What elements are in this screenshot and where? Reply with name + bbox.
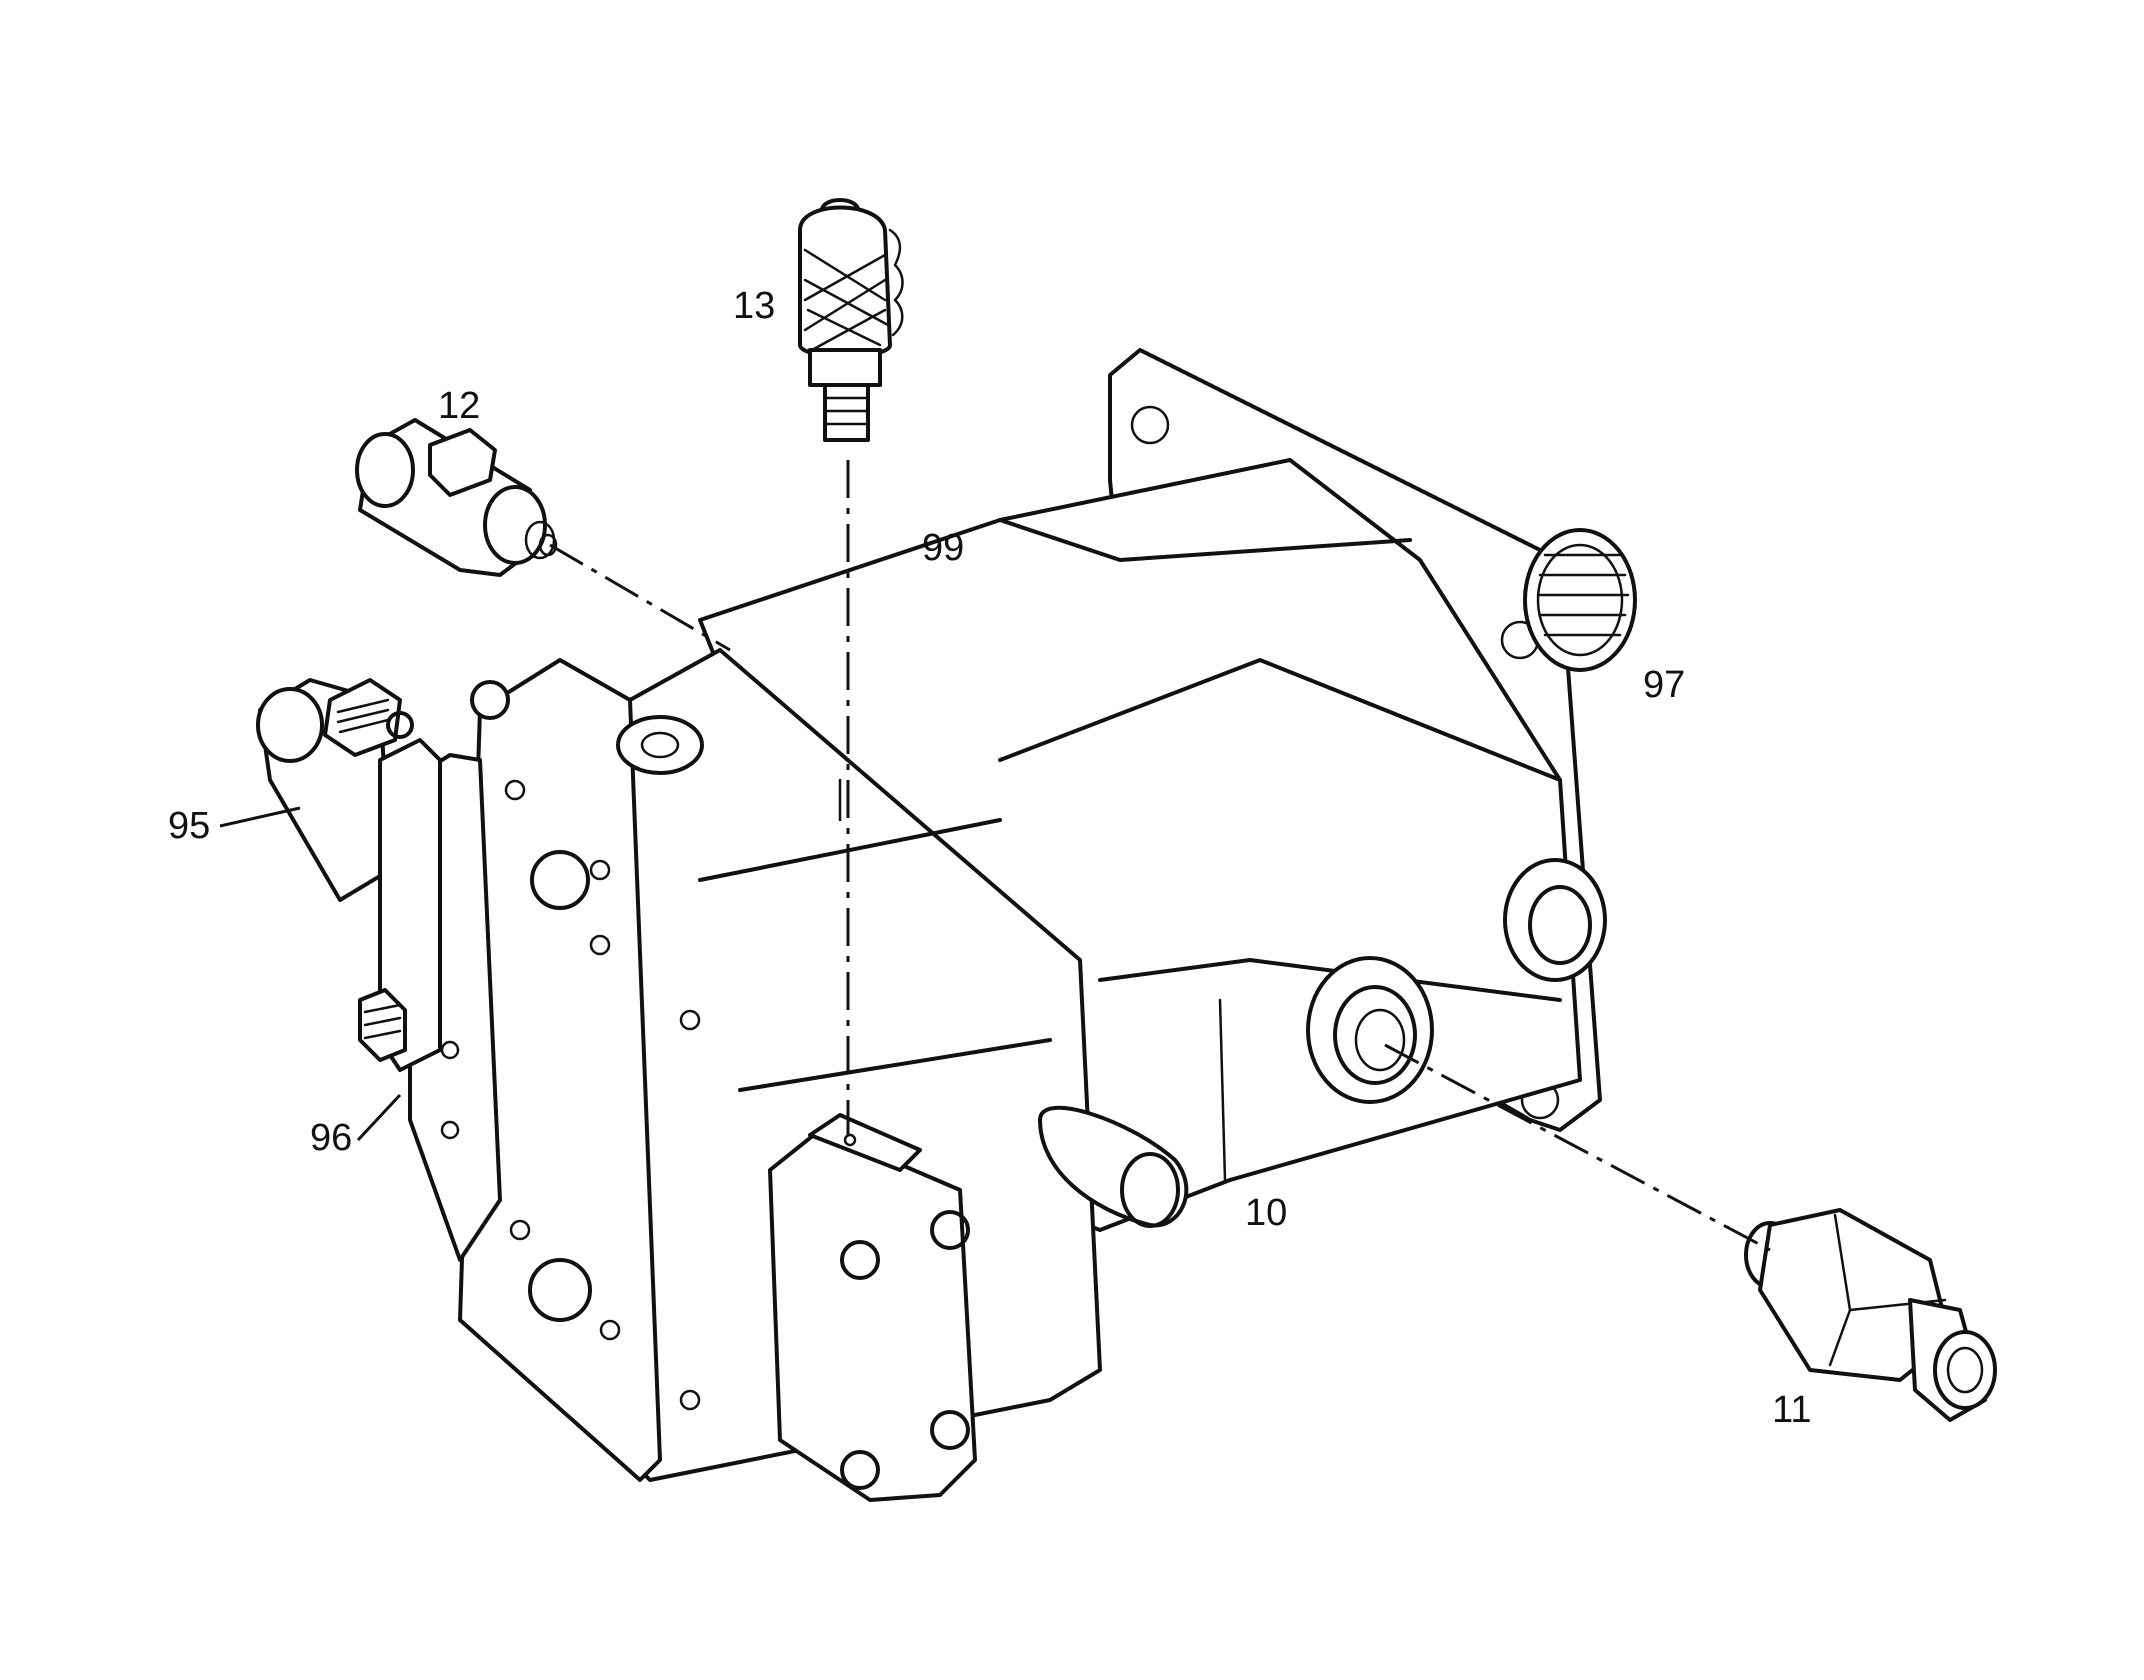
- port-b: [1503, 858, 1607, 982]
- assembly-lines: [549, 460, 1771, 1252]
- callout-11: 11: [1772, 1389, 1811, 1431]
- part-11-fitting: [1744, 1208, 1997, 1422]
- leader-96: [356, 1093, 402, 1142]
- callout-97: 97: [1643, 664, 1685, 706]
- port-a: [1306, 956, 1434, 1104]
- callout-10: 10: [1245, 1192, 1287, 1234]
- output-shaft: [1523, 528, 1637, 672]
- valve-block: [768, 1105, 1189, 1502]
- part-12-sensor: [355, 418, 558, 577]
- solenoid-unit: [256, 678, 510, 1072]
- leader-95: [219, 806, 301, 828]
- callout-95: 95: [168, 805, 210, 847]
- callout-12: 12: [438, 385, 480, 427]
- port-plate: [408, 648, 1102, 1482]
- callout-96: 96: [310, 1117, 352, 1159]
- callout-13: 13: [733, 285, 775, 327]
- callout-99: 99: [922, 527, 964, 569]
- part-13-breather: [798, 198, 904, 442]
